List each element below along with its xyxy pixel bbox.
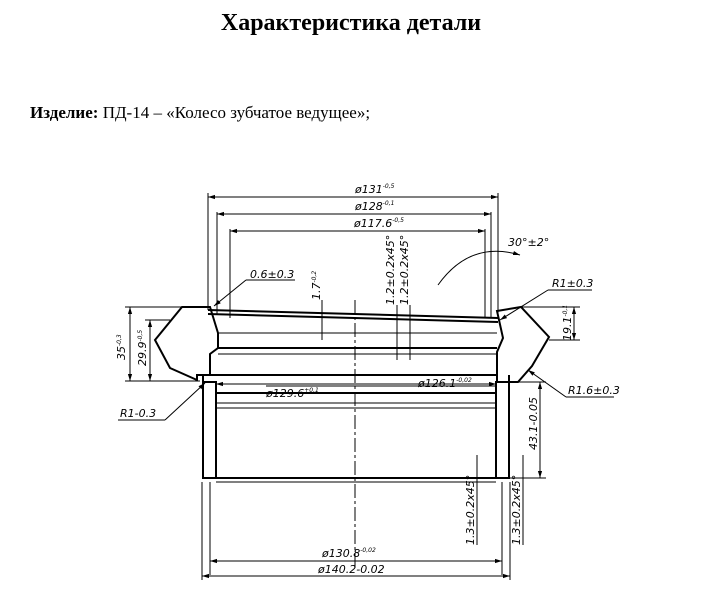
dim-d128: ø128-0,1	[354, 200, 394, 213]
dim-d1261: ø126.1-0,02	[417, 377, 472, 390]
dim-h431: 43.1-0.05	[527, 397, 540, 450]
dim-h299: 29.9-0,5	[136, 330, 149, 366]
page-title: Характеристика детали	[220, 10, 482, 36]
dim-h17: 1.7-0,2	[310, 271, 323, 300]
dim-angle: 30°±2°	[508, 236, 549, 249]
section-right	[495, 305, 551, 479]
dim-ch13b: 1.3±0.2x45°	[510, 475, 523, 545]
dim-r16: R1.6±0.3	[568, 384, 620, 397]
dim-ch13a: 1.3±0.2x45°	[464, 475, 477, 545]
dim-d1296: ø129.6+0,1	[265, 387, 319, 400]
product-line: Изделие: ПД-14 – «Колесо зубчатое ведуще…	[30, 103, 370, 123]
dim-d131: ø131-0,5	[354, 183, 395, 196]
section-left	[153, 306, 219, 479]
body-outline	[202, 309, 510, 483]
dim-r1l: R1-0.3	[120, 407, 156, 420]
dim-d117: ø117.6-0,5	[353, 217, 404, 230]
dim-ch12a: 1.2±0.2x45°	[384, 235, 397, 305]
dim-d1308: ø130.8-0,02	[321, 547, 376, 560]
product-value: ПД-14 – «Колесо зубчатое ведущее»;	[102, 103, 371, 122]
dim-r1: R1±0.3	[552, 277, 593, 290]
dim-d1402: ø140.2-0.02	[317, 563, 385, 576]
dim-h35: 35-0,3	[115, 334, 128, 360]
product-label: Изделие:	[30, 103, 99, 122]
dim-ch12b: 1.2±0.2x45°	[398, 235, 411, 305]
dim-h191: 19.1-0,1	[561, 305, 574, 341]
dim-top	[207, 193, 499, 318]
dim-chamfer06: 0.6±0.3	[250, 268, 294, 281]
